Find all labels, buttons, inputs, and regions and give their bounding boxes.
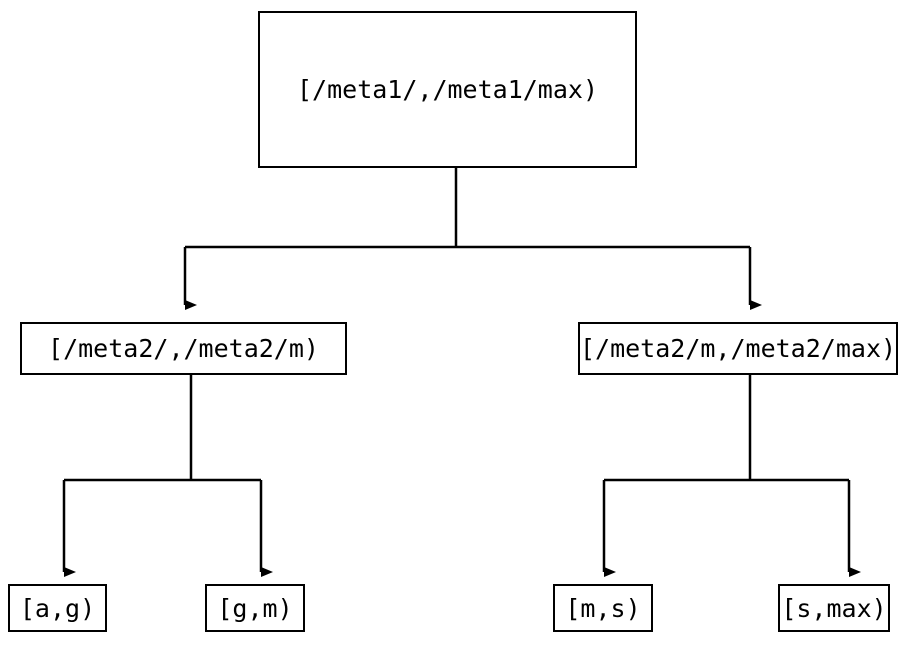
edge-meta2-left-to-leaves <box>62 375 273 577</box>
edge-root-to-level2 <box>183 168 762 310</box>
node-leaf-a-g[interactable]: [a,g) <box>8 584 107 632</box>
node-meta2-left[interactable]: [/meta2/,/meta2/m) <box>20 322 347 375</box>
node-leaf-m-s-label: [m,s) <box>565 593 641 623</box>
node-meta2-right[interactable]: [/meta2/m,/meta2/max) <box>578 322 898 375</box>
node-meta2-right-label: [/meta2/m,/meta2/max) <box>579 334 897 363</box>
node-root-label: [/meta1/,/meta1/max) <box>296 75 599 104</box>
node-leaf-s-max-label: [s,max) <box>781 593 887 623</box>
edge-meta2-right-to-leaves <box>602 375 861 577</box>
node-leaf-a-g-label: [a,g) <box>19 593 96 623</box>
node-leaf-s-max[interactable]: [s,max) <box>778 584 890 632</box>
node-meta2-left-label: [/meta2/,/meta2/m) <box>48 334 319 363</box>
node-leaf-m-s[interactable]: [m,s) <box>553 584 653 632</box>
node-leaf-g-m-label: [g,m) <box>217 593 293 623</box>
node-leaf-g-m[interactable]: [g,m) <box>205 584 305 632</box>
node-root-meta1[interactable]: [/meta1/,/meta1/max) <box>258 11 637 168</box>
